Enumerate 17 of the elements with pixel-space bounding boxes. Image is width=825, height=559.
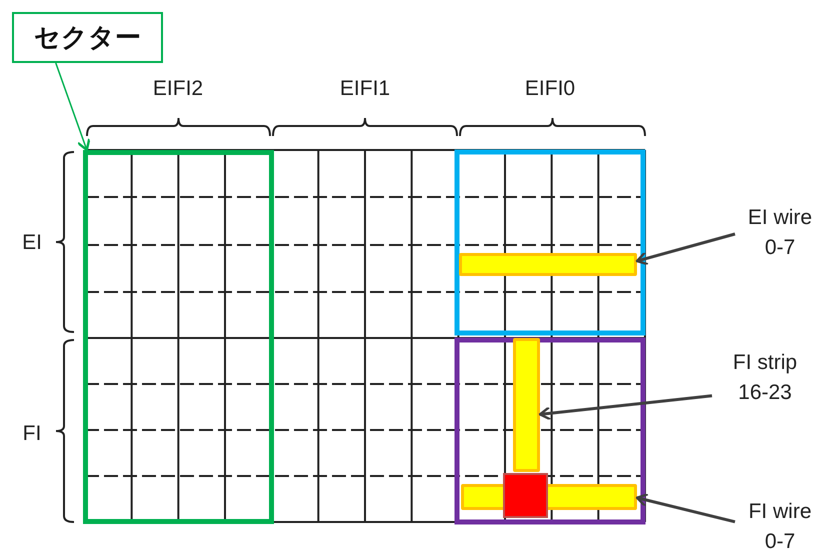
leader-line xyxy=(636,493,736,524)
axis-label: FI xyxy=(22,421,42,447)
callout-label: FI strip 16-23 xyxy=(712,348,818,410)
axis-label: EIFI0 xyxy=(524,76,576,102)
strip-bar xyxy=(513,338,540,472)
callout-label: EI wire 0-7 xyxy=(735,203,825,265)
wire-bar xyxy=(461,473,637,518)
callout-label: FI wire 0-7 xyxy=(735,497,825,559)
axis-label: EI xyxy=(21,230,43,256)
arrow xyxy=(55,62,90,152)
axis-label: EIFI2 xyxy=(152,76,204,102)
leader-line xyxy=(538,394,712,420)
leader-line xyxy=(636,232,736,266)
axis-label: EIFI1 xyxy=(338,76,392,102)
sector-frame xyxy=(83,150,274,524)
wire-bar xyxy=(459,253,637,276)
callout-box: セクター xyxy=(12,12,163,63)
